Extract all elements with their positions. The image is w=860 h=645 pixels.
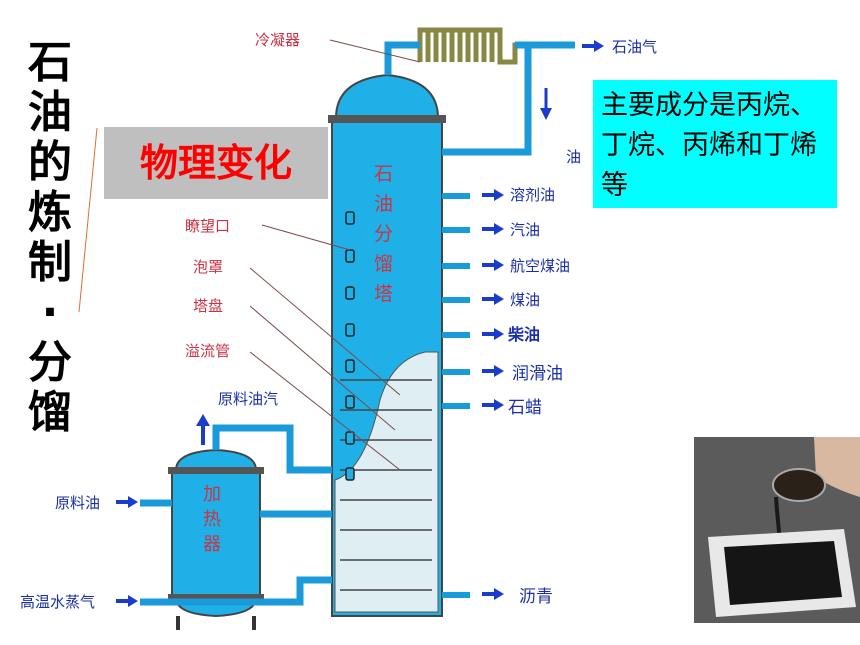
title-char-6: 分 (28, 337, 72, 388)
heater-label-2: 热 (203, 509, 221, 530)
heater-pipes (140, 424, 332, 606)
tower-label-1: 石 (374, 163, 393, 185)
oil-pool (724, 541, 842, 605)
tower-label-3: 分 (374, 223, 393, 245)
output-label-8: 沥青 (519, 587, 553, 607)
title-char-3: 炼 (28, 187, 72, 238)
window-label: 瞭望口 (185, 217, 230, 235)
tower-dome (334, 73, 440, 119)
reflux-pipe (442, 45, 532, 156)
title-pointer (78, 127, 98, 313)
vertical-title: 石油的炼制·分馏 (20, 38, 80, 438)
window-slots (345, 211, 355, 481)
crude-oil-label: 原料油 (55, 494, 100, 512)
heater-label-1: 加 (203, 484, 221, 505)
label-pointers (249, 39, 421, 471)
condenser-label: 冷凝器 (255, 31, 300, 49)
title-char-7: 馏 (28, 387, 72, 438)
steam-label: 高温水蒸气 (20, 593, 95, 611)
title-char-4: 制 (28, 237, 72, 288)
info-box: 主要成分是丙烷、丁烷、丙烯和丁烯等 (593, 80, 837, 208)
output-label-3: 航空煤油 (510, 257, 570, 275)
output-label-0: 石油气 (612, 38, 657, 56)
output-arrows (116, 40, 604, 607)
title-char-0: 石 (28, 37, 72, 88)
tray-rows (340, 379, 432, 591)
heater-label-3: 器 (203, 534, 221, 555)
tray-label: 塔盘 (193, 297, 223, 315)
downcomer-label: 溢流管 (185, 342, 230, 360)
output-label-6: 润滑油 (512, 364, 563, 384)
partial-label: 油 (566, 148, 581, 166)
output-label-4: 煤油 (510, 291, 540, 309)
output-label-1: 溶剂油 (510, 186, 555, 204)
heater-body (171, 469, 261, 599)
bubble-cap-label: 泡罩 (193, 258, 223, 276)
title-char-5: · (41, 287, 59, 338)
tower-label-5: 塔 (374, 283, 393, 305)
condenser-coil (385, 27, 575, 75)
photo-pouring-oil (694, 437, 860, 623)
crude-vapor-label: 原料油汽 (218, 390, 278, 408)
title-char-2: 的 (28, 137, 72, 188)
output-label-2: 汽油 (510, 221, 540, 239)
outlet-pipes (442, 193, 470, 598)
beaker (772, 468, 826, 502)
title-char-1: 油 (28, 87, 72, 138)
output-label-5: 柴油 (507, 325, 540, 344)
physical-change-label: 物理变化 (104, 127, 328, 199)
output-label-7: 石蜡 (508, 398, 542, 418)
tower-label-2: 油 (374, 193, 393, 215)
tower-label-4: 馏 (374, 253, 393, 275)
tower-flange (328, 115, 446, 123)
